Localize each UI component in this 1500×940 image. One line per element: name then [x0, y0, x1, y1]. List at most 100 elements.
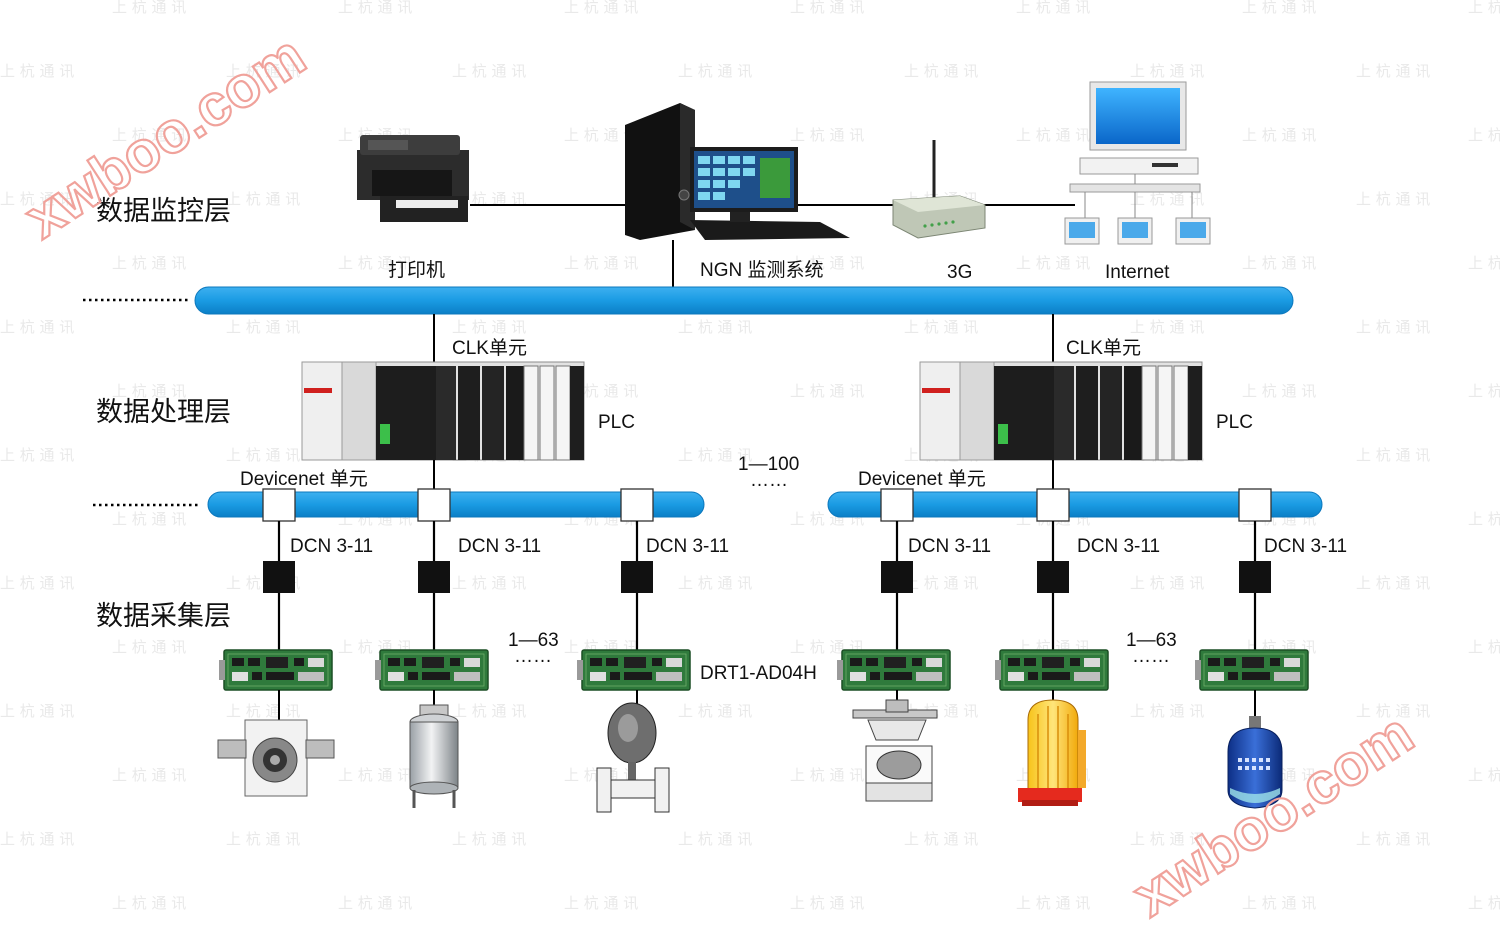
background-watermark-text: 上 杭 通 讯 — [452, 190, 526, 208]
devicenet-nodes — [262, 488, 1272, 522]
background-watermark-text: 上 杭 通 讯 — [790, 254, 864, 272]
background-watermark-text: 上 杭 通 讯 — [112, 766, 186, 784]
background-watermark-text: 上 杭 通 讯 — [1016, 254, 1090, 272]
dcn-left-2-label: DCN 3-11 — [458, 536, 541, 557]
background-watermark-text: 上 杭 通 讯 — [1468, 766, 1500, 784]
background-watermark-text: 上 杭 通 讯 — [790, 382, 864, 400]
background-watermark-text: 上 杭 通 讯 — [678, 702, 752, 720]
plc-right-label: PLC — [1216, 412, 1253, 433]
background-watermark-text: 上 杭 通 讯 — [226, 62, 300, 80]
layer-monitor-label: 数据监控层 — [96, 196, 231, 227]
background-watermark-text: 上 杭 通 讯 — [338, 894, 412, 912]
devicenet-bus-right — [827, 491, 1323, 518]
background-watermark-text: 上 杭 通 讯 — [226, 702, 300, 720]
pcb-module-right-1 — [836, 649, 951, 691]
pcb-module-left-1 — [218, 649, 333, 691]
control-valve-icon — [852, 699, 938, 802]
background-watermark-text: 上 杭 通 讯 — [564, 126, 638, 144]
background-watermark-text: 上 杭 通 讯 — [564, 254, 638, 272]
pcb-module-left-3 — [576, 649, 691, 691]
background-watermark-text: 上 杭 通 讯 — [112, 254, 186, 272]
pcb-module-right-2 — [994, 649, 1109, 691]
background-watermark-text: 上 杭 通 讯 — [1356, 190, 1430, 208]
right-range-dots: …… — [1132, 646, 1170, 667]
pcb-module-right-3 — [1194, 649, 1309, 691]
background-watermark-text: 上 杭 通 讯 — [1130, 574, 1204, 592]
background-watermark-text: 上 杭 通 讯 — [1016, 894, 1090, 912]
internet-network-icon — [1064, 81, 1211, 245]
background-watermark-text: 上 杭 通 讯 — [226, 190, 300, 208]
blue-vessel-icon — [1227, 716, 1283, 809]
background-watermark-text: 上 杭 通 讯 — [1242, 126, 1316, 144]
background-watermark-text: 上 杭 通 讯 — [904, 574, 978, 592]
background-watermark-text: 上 杭 通 讯 — [1016, 0, 1090, 16]
internet-label: Internet — [1105, 262, 1170, 283]
background-watermark-text: 上 杭 通 讯 — [0, 62, 74, 80]
background-watermark-text: 上 杭 通 讯 — [452, 318, 526, 336]
middle-dots: …… — [750, 470, 788, 491]
background-watermark-text: 上 杭 通 讯 — [904, 318, 978, 336]
background-watermark-text: 上 杭 通 讯 — [112, 382, 186, 400]
devicenet-right-label: Devicenet 单元 — [858, 468, 986, 490]
plc-right-unit — [919, 361, 1203, 461]
drt-label: DRT1-AD04H — [700, 663, 817, 684]
background-watermark-text: 上 杭 通 讯 — [564, 0, 638, 16]
background-watermark-text: 上 杭 通 讯 — [790, 766, 864, 784]
background-watermark-text: 上 杭 通 讯 — [226, 318, 300, 336]
left-range-label: 1—63 — [508, 630, 559, 651]
background-watermark-text: 上 杭 通 讯 — [0, 318, 74, 336]
background-watermark-text: 上 杭 通 讯 — [1356, 702, 1430, 720]
background-watermark-text: 上 杭 通 讯 — [338, 0, 412, 16]
clk-left-label: CLK单元 — [452, 337, 527, 359]
background-watermark-text: 上 杭 通 讯 — [564, 894, 638, 912]
background-watermark-text: 上 杭 通 讯 — [112, 638, 186, 656]
background-watermark-text: 上 杭 通 讯 — [1130, 830, 1204, 848]
dcn-left-1-label: DCN 3-11 — [290, 536, 373, 557]
background-watermark-text: 上 杭 通 讯 — [1468, 254, 1500, 272]
background-watermark-text: 上 杭 通 讯 — [0, 830, 74, 848]
background-watermark-text: 上 杭 通 讯 — [338, 254, 412, 272]
background-watermark-text: 上 杭 通 讯 — [452, 830, 526, 848]
plc-left-unit — [301, 361, 585, 461]
devicenet-left-label: Devicenet 单元 — [240, 468, 368, 490]
background-watermark-text: 上 杭 通 讯 — [452, 574, 526, 592]
background-watermark-text: 上 杭 通 讯 — [1130, 62, 1204, 80]
background-watermark-text: 上 杭 通 讯 — [0, 190, 74, 208]
background-watermark-text: 上 杭 通 讯 — [226, 446, 300, 464]
printer-icon — [357, 135, 469, 222]
background-watermark-text: 上 杭 通 讯 — [678, 574, 752, 592]
background-watermark-text: 上 杭 通 讯 — [678, 318, 752, 336]
flowmeter-icon — [217, 719, 335, 797]
steel-tank-icon — [409, 704, 459, 808]
background-watermark-text: 上 杭 通 讯 — [678, 830, 752, 848]
background-watermark-text: 上 杭 通 讯 — [678, 62, 752, 80]
background-watermark-text: 上 杭 通 讯 — [790, 126, 864, 144]
background-watermark-text: 上 杭 通 讯 — [790, 894, 864, 912]
background-watermark-text: 上 杭 通 讯 — [1242, 0, 1316, 16]
background-watermark-text: 上 杭 通 讯 — [452, 62, 526, 80]
dcn-right-2-label: DCN 3-11 — [1077, 536, 1160, 557]
devicenet-bus-left — [207, 491, 705, 518]
background-watermark-text: 上 杭 通 讯 — [338, 766, 412, 784]
background-watermark-text: 上 杭 通 讯 — [904, 830, 978, 848]
dcn-connectors — [263, 561, 1271, 593]
background-watermark-text: 上 杭 通 讯 — [1130, 702, 1204, 720]
layer-collect-label: 数据采集层 — [96, 601, 231, 632]
background-watermark-text: 上 杭 通 讯 — [1468, 638, 1500, 656]
background-watermark-text: 上 杭 通 讯 — [226, 830, 300, 848]
left-range-dots: …… — [514, 646, 552, 667]
printer-label: 打印机 — [388, 259, 445, 281]
background-watermark-text: 上 杭 通 讯 — [112, 510, 186, 528]
background-watermark-text: 上 杭 通 讯 — [904, 62, 978, 80]
layer-process-label: 数据处理层 — [96, 397, 231, 428]
plc-left-label: PLC — [598, 412, 635, 433]
background-watermark-text: 上 杭 通 讯 — [112, 126, 186, 144]
dcn-right-1-label: DCN 3-11 — [908, 536, 991, 557]
background-watermark-text: 上 杭 通 讯 — [1468, 510, 1500, 528]
background-watermark-text: 上 杭 通 讯 — [1130, 190, 1204, 208]
background-watermark-text: 上 杭 通 讯 — [0, 446, 74, 464]
background-watermark-text: 上 杭 通 讯 — [0, 702, 74, 720]
background-watermark-text: 上 杭 通 讯 — [1242, 382, 1316, 400]
background-watermark-text: 上 杭 通 讯 — [1356, 446, 1430, 464]
background-watermark-text: 上 杭 通 讯 — [112, 894, 186, 912]
